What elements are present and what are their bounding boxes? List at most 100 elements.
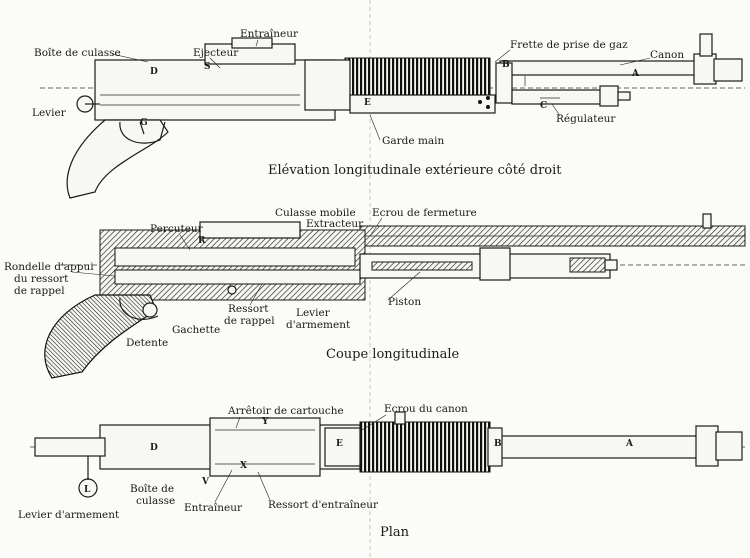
plan-cooling-fins — [359, 421, 491, 473]
leader-line — [387, 271, 421, 301]
label-frette: Frette de prise de gaz — [510, 39, 628, 51]
label-entraineur-plan: Entraîneur — [184, 502, 243, 514]
label-ressort-entraineur: Ressort d'entraîneur — [268, 499, 379, 511]
label-rondelle-2: du ressort — [14, 273, 69, 285]
letter-a-plan: A — [625, 439, 634, 449]
leader-line — [209, 57, 221, 69]
section-labels: Percuteur Culasse mobile Extracteur Ecro… — [4, 207, 477, 362]
leader-line — [369, 114, 381, 141]
plan-barrel-nut — [324, 427, 361, 467]
label-ressort-2: de rappel — [224, 315, 275, 327]
label-levier-armement: Levier d'armement — [18, 509, 120, 521]
elevation-trigger — [139, 121, 145, 135]
leader-line — [214, 469, 233, 503]
section-view — [44, 213, 746, 379]
plan-muzzle-sight — [695, 425, 719, 467]
label-levier-coupe-1: Levier — [296, 307, 331, 319]
elevation-muzzle — [713, 58, 743, 82]
plan-view — [30, 411, 745, 498]
letter-e-plan: E — [336, 439, 343, 449]
section-front-sight — [702, 213, 712, 229]
section-trigger-guard — [119, 297, 159, 320]
elevation-grip — [66, 119, 169, 199]
label-extracteur: Extracteur — [306, 218, 364, 230]
label-regulateur: Régulateur — [556, 113, 616, 125]
letter-g: G — [140, 118, 148, 128]
leader-line — [369, 217, 383, 237]
elevation-rivet — [486, 96, 490, 100]
elevation-labels: Boîte de culasse Ejecteur Entraîneur Fre… — [32, 28, 684, 178]
section-regulator — [569, 257, 606, 273]
label-rondelle-3: de rappel — [14, 285, 65, 297]
letter-b-plan: B — [494, 439, 502, 449]
label-entraineur: Entraîneur — [240, 28, 299, 40]
label-culasse-mobile: Culasse mobile — [275, 207, 356, 219]
caption-coupe: Coupe longitudinale — [326, 347, 459, 362]
label-rondelle-1: Rondelle d'appui — [4, 261, 94, 273]
plan-muzzle — [715, 431, 743, 461]
label-boite-culasse: Boîte de culasse — [34, 47, 121, 59]
elevation-barrel-nut — [304, 59, 351, 111]
letter-a: A — [631, 69, 640, 79]
leader-line — [235, 416, 241, 429]
plan-labels: Arrêtoir de cartouche Ecrou du canon Boî… — [18, 403, 634, 540]
elevation-gas-cylinder — [511, 89, 603, 105]
label-detente: Detente — [126, 337, 168, 349]
elevation-barrel — [499, 60, 701, 76]
letter-v-plan: V — [201, 477, 210, 487]
letter-b: B — [502, 60, 510, 70]
elevation-view — [40, 33, 745, 199]
elevation-feed-cover — [231, 37, 273, 49]
section-piston — [371, 261, 473, 271]
elevation-handguard — [349, 94, 496, 114]
label-boite-1: Boîte de — [130, 483, 174, 495]
letter-e: E — [364, 98, 371, 108]
elevation-rivet — [478, 100, 482, 104]
leader-line — [551, 103, 561, 117]
leader-line — [179, 234, 191, 251]
plan-barrel — [499, 435, 701, 459]
elevation-gas-ring — [495, 62, 513, 104]
section-bolt-channel — [114, 247, 356, 267]
label-piston: Piston — [388, 296, 421, 308]
label-gachette: Gachette — [172, 324, 220, 336]
elevation-muzzle-sight — [693, 53, 717, 85]
elevation-trigger-guard — [119, 121, 166, 144]
label-levier-coupe-2: d'armement — [286, 319, 351, 331]
letter-c: C — [540, 101, 547, 111]
section-gas-ring — [479, 247, 511, 281]
section-trigger-pivot — [142, 302, 158, 318]
label-ecrou-fermeture: Ecrou de fermeture — [372, 207, 477, 219]
elevation-regulator-cap — [617, 91, 631, 101]
label-arretoir: Arrêtoir de cartouche — [227, 405, 344, 417]
section-lever-pin — [227, 285, 237, 295]
letter-r: R — [198, 236, 206, 246]
letter-s: S — [204, 62, 211, 72]
elevation-front-sight — [699, 33, 713, 57]
plan-gas-ring — [487, 427, 503, 467]
leader-line — [255, 39, 259, 47]
label-percuteur: Percuteur — [150, 223, 204, 235]
plan-nut-key — [394, 411, 406, 425]
section-spring-tube — [114, 269, 361, 285]
letter-y-plan: Y — [261, 417, 269, 427]
elevation-rivet — [486, 105, 490, 109]
leader-line — [249, 283, 263, 306]
leader-line — [619, 57, 651, 66]
letter-l-plan: L — [84, 485, 91, 495]
elevation-regulator-body — [599, 85, 619, 107]
letter-d-plan: D — [150, 443, 158, 453]
leader-line — [494, 49, 511, 63]
label-levier: Levier — [32, 107, 67, 119]
plan-feed-mechanism — [209, 417, 321, 477]
label-garde-main: Garde main — [382, 135, 445, 147]
caption-elevation: Elévation longitudinale extérieure côté … — [268, 163, 562, 178]
leader-line — [361, 414, 387, 431]
leader-line — [257, 471, 271, 501]
label-ejecteur: Ejecteur — [193, 47, 239, 59]
label-ressort-1: Ressort — [228, 303, 269, 315]
leader-line — [111, 53, 149, 63]
letter-d: D — [150, 67, 158, 77]
leader-line — [71, 271, 116, 277]
